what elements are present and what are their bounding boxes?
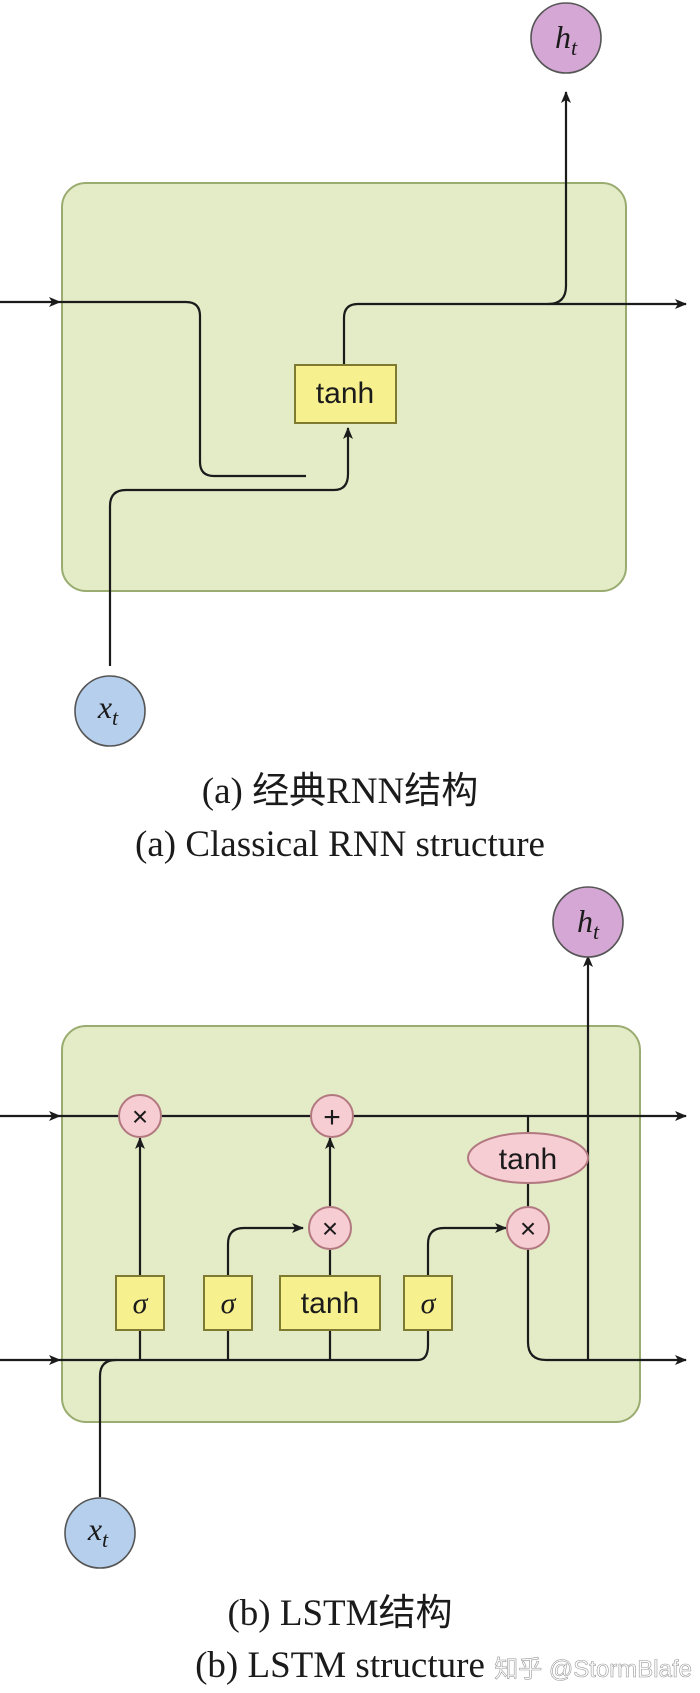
lstm-output-gate-path: [426, 1223, 507, 1275]
lstm-input-label: xt: [87, 1511, 109, 1552]
lstm-diagram: × + × × tanh σ σ tanh σ ht xt (b) LSTM结构…: [0, 886, 687, 1686]
rnn-diagram: tanh ht xt (a) 经典RNN结构 (a) Classical RNN…: [0, 2, 687, 865]
lstm-input-multiply-label: ×: [322, 1213, 338, 1244]
lstm-gate-taps: [138, 1331, 430, 1360]
lstm-output-label: ht: [577, 903, 600, 944]
lstm-caption-cn: (b) LSTM结构: [227, 1592, 452, 1634]
lstm-output-node: [552, 886, 624, 958]
rnn-output-branch: [547, 91, 571, 306]
lstm-input-multiply: [308, 1206, 352, 1250]
rnn-input-node: [74, 675, 146, 747]
watermark: 知乎 @StormBlafe: [494, 1656, 692, 1683]
lstm-caption-en: (b) LSTM structure: [195, 1645, 485, 1686]
rnn-hidden-path: [60, 300, 306, 478]
rnn-output-node: [530, 2, 602, 74]
lstm-forget-multiply-label: ×: [132, 1101, 148, 1132]
rnn-output-label: ht: [555, 19, 578, 60]
lstm-add-label: +: [323, 1101, 341, 1134]
lstm-output-gate: [403, 1275, 453, 1331]
lstm-connections: [0, 955, 687, 1497]
lstm-output-multiply: [506, 1206, 550, 1250]
lstm-input-gate-path: [226, 1223, 304, 1275]
lstm-input-node: [64, 1497, 136, 1569]
rnn-caption-cn: (a) 经典RNN结构: [202, 770, 478, 812]
lstm-forget-gate-label: σ: [133, 1287, 149, 1320]
rnn-connections: [0, 91, 687, 666]
rnn-input-path: [108, 427, 353, 666]
lstm-add-node: [310, 1094, 354, 1138]
rnn-input-label: xt: [97, 689, 119, 730]
lstm-input-gate: [203, 1275, 253, 1331]
lstm-candidate-tanh-label: tanh: [301, 1287, 359, 1320]
rnn-caption-en: (a) Classical RNN structure: [135, 824, 545, 865]
rnn-tanh-box: [294, 364, 397, 424]
lstm-candidate-tanh: [279, 1275, 381, 1331]
lstm-cell-tanh: [467, 1132, 589, 1184]
lstm-output-gate-label: σ: [421, 1287, 437, 1320]
lstm-input-gate-label: σ: [221, 1287, 237, 1320]
lstm-hidden-out: [526, 1250, 687, 1365]
lstm-cell-tanh-label: tanh: [499, 1143, 557, 1176]
lstm-forget-gate: [115, 1275, 165, 1331]
lstm-input-path: [98, 1358, 117, 1497]
rnn-tanh-label: tanh: [316, 377, 374, 410]
rnn-tanh-out-path: [342, 299, 687, 364]
lstm-output-gate-tap: [417, 1344, 430, 1362]
lstm-output-multiply-label: ×: [520, 1213, 536, 1244]
lstm-forget-multiply: [118, 1094, 162, 1138]
